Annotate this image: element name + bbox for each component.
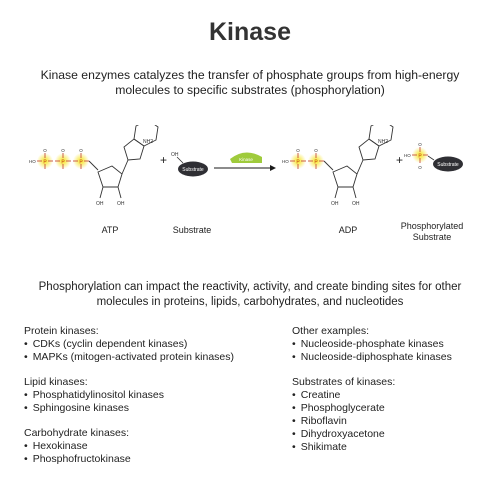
page-title: Kinase <box>209 18 291 46</box>
lipid-kinases-group: Lipid kinases: Phosphatidylinositol kina… <box>24 376 274 415</box>
carbohydrate-kinases-group: Carbohydrate kinases: Hexokinase Phospho… <box>24 427 274 466</box>
list-item: Shikimate <box>292 441 492 454</box>
list-item: Riboflavin <box>292 415 492 428</box>
atp-oh1: OH <box>96 201 104 207</box>
atp-oh2: OH <box>117 201 125 207</box>
phosphorylation-paragraph: Phosphorylation can impact the reactivit… <box>38 281 462 308</box>
other-examples-group: Other examples: Nucleoside-phosphate kin… <box>292 325 492 364</box>
list-item: Nucleoside-diphosphate kinases <box>292 351 492 364</box>
atp-molecule: P P P HO O O O NH2 OH OH <box>29 109 159 207</box>
adp-label: ADP <box>338 225 358 235</box>
atp-ho: HO <box>29 159 36 164</box>
list-item: CDKs (cyclin dependent kinases) <box>24 338 274 351</box>
substrate-oh: OH <box>171 152 179 158</box>
adp-nh2: NH2 <box>378 139 388 145</box>
list-item: MAPKs (mitogen-activated protein kinases… <box>24 351 274 364</box>
group-heading: Protein kinases: <box>24 325 99 337</box>
list-item: Sphingosine kinases <box>24 402 274 415</box>
adp-molecule: P P HO O O NH2 OH OH <box>282 109 394 207</box>
atp-nh2: NH2 <box>143 139 153 145</box>
plus-1: + <box>160 153 167 167</box>
list-item: Phosphoglycerate <box>292 402 492 415</box>
adp-p2: P <box>314 160 318 166</box>
intro-text: Kinase enzymes catalyzes the transfer of… <box>40 68 460 97</box>
group-heading: Substrates of kinases: <box>292 376 396 388</box>
substrate-label: Substrate <box>172 225 212 235</box>
phos-sub-o1: O <box>418 142 422 147</box>
list-item: Hexokinase <box>24 440 274 453</box>
substrate-molecule: OH Substrate <box>171 152 208 177</box>
phos-label-line1: Phosphorylated <box>400 221 464 231</box>
atp-p3: P <box>79 160 83 166</box>
adp-o2: O <box>314 148 318 153</box>
left-column: Protein kinases: CDKs (cyclin dependent … <box>24 325 274 478</box>
phosphorylated-substrate-molecule: P HO O O Substrate <box>404 142 463 172</box>
atp-p1: P <box>43 160 47 166</box>
right-column: Other examples: Nucleoside-phosphate kin… <box>292 325 492 466</box>
adp-ho: HO <box>282 159 289 164</box>
group-heading: Other examples: <box>292 325 370 337</box>
phos-sub-ho: HO <box>404 153 411 158</box>
atp-p2: P <box>61 160 65 166</box>
phos-sub-p: P <box>418 154 422 160</box>
phos-label-line2: Substrate <box>412 232 452 242</box>
substrate-pill <box>178 161 208 177</box>
list-item: Nucleoside-phosphate kinases <box>292 338 492 351</box>
phos-substrate-pill-text: Substrate <box>437 162 459 168</box>
list-item: Dihydroxyacetone <box>292 428 492 441</box>
atp-label: ATP <box>101 225 119 235</box>
reaction-svg: P P P HO O O O NH2 OH OH + OH Substrate … <box>29 109 463 207</box>
phos-substrate-pill <box>433 156 463 172</box>
atp-o2: O <box>61 148 65 153</box>
reaction-arrow: Kinase <box>214 152 276 171</box>
kinase-label: Kinase <box>239 157 253 162</box>
list-item: Phosphatidylinositol kinases <box>24 389 274 402</box>
list-item: Creatine <box>292 389 492 402</box>
reaction-diagram: P P P HO O O O NH2 OH OH + OH Substrate … <box>0 109 500 255</box>
adp-oh2: OH <box>352 201 360 207</box>
substrates-group: Substrates of kinases: Creatine Phosphog… <box>292 376 492 454</box>
plus-2: + <box>396 153 403 167</box>
kinase-enzyme-shape <box>230 152 262 163</box>
substrate-pill-text: Substrate <box>182 167 204 173</box>
group-heading: Carbohydrate kinases: <box>24 427 130 439</box>
atp-o1: O <box>43 148 47 153</box>
group-heading: Lipid kinases: <box>24 376 88 388</box>
phos-sub-o2: O <box>418 165 422 170</box>
adp-oh1: OH <box>331 201 339 207</box>
adp-o1: O <box>296 148 300 153</box>
atp-o3: O <box>79 148 83 153</box>
list-item: Phosphofructokinase <box>24 453 274 466</box>
adp-p1: P <box>296 160 300 166</box>
phosphorylated-substrate-label: Phosphorylated Substrate <box>392 221 472 243</box>
protein-kinases-group: Protein kinases: CDKs (cyclin dependent … <box>24 325 274 364</box>
